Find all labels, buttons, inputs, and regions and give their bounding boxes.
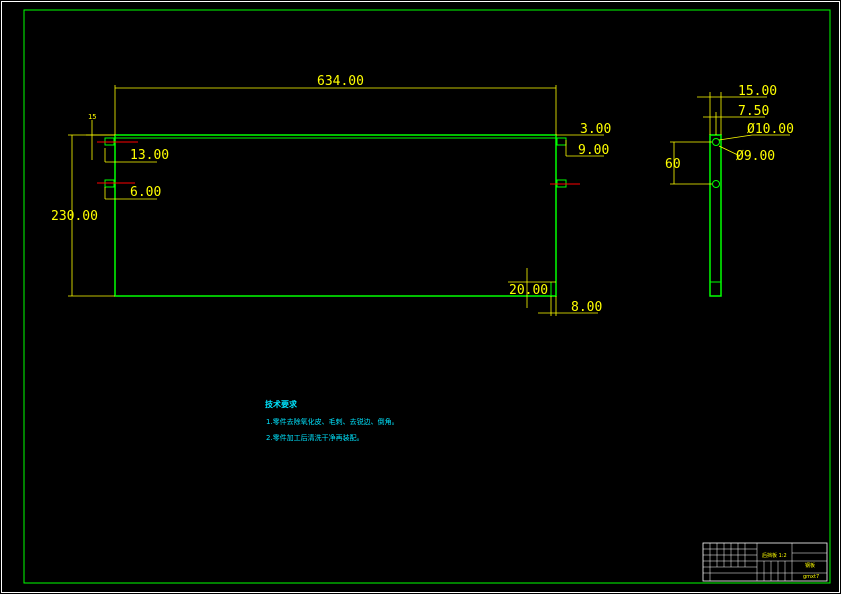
dim-small-label: 15 <box>88 113 96 121</box>
side-hole-top <box>712 138 720 146</box>
dim-side-half-label: 7.50 <box>738 104 769 119</box>
front-view: 634.00 230.00 15 13.00 6.00 3.00 9.00 20… <box>51 74 611 316</box>
title-block-part-name: 后挡板 1:2 <box>762 552 787 559</box>
dim-bottom-height-label: 20.00 <box>509 283 548 298</box>
notes-title: 技术要求 <box>265 399 298 409</box>
title-block-frame <box>702 542 828 582</box>
dim-inner-dia-label: Ø9.00 <box>736 149 775 164</box>
notes-line-1: 1.零件去除氧化皮、毛刺、去锐边、倒角。 <box>266 417 399 426</box>
technical-notes: 技术要求 1.零件去除氧化皮、毛刺、去锐边、倒角。 2.零件加工后清洗干净再装配… <box>265 399 399 442</box>
dim-length-label: 634.00 <box>317 74 364 89</box>
dim-height-label: 230.00 <box>51 209 98 224</box>
side-hole-bottom <box>712 180 720 188</box>
side-outline <box>709 134 722 297</box>
notes-line-2: 2.零件加工后清洗干净再装配。 <box>266 433 364 442</box>
dim-side-width-label: 15.00 <box>738 84 777 99</box>
dim-right-top-label: 3.00 <box>580 122 611 137</box>
dim-hole2-label: 6.00 <box>130 185 161 200</box>
side-view: 15.00 7.50 Ø10.00 Ø9.00 60 <box>665 84 794 297</box>
dim-bottom-width-label: 8.00 <box>571 300 602 315</box>
title-block: 后挡板 1:2 钢板 gmxt7 <box>702 542 828 582</box>
dim-hole1-label: 13.00 <box>130 148 169 163</box>
dim-outer-dia-leader <box>718 134 753 141</box>
dim-spacing-label: 60 <box>665 157 681 172</box>
right-hole-top <box>556 137 567 146</box>
dim-inner-dia-leader <box>718 145 741 157</box>
dim-outer-dia-label: Ø10.00 <box>747 122 794 137</box>
title-block-drawing-id: gmxt7 <box>803 574 819 580</box>
dim-right-hole-label: 9.00 <box>578 143 609 158</box>
plate-outline <box>114 134 557 297</box>
drawing-frame <box>23 9 831 584</box>
title-block-material: 钢板 <box>805 562 815 569</box>
